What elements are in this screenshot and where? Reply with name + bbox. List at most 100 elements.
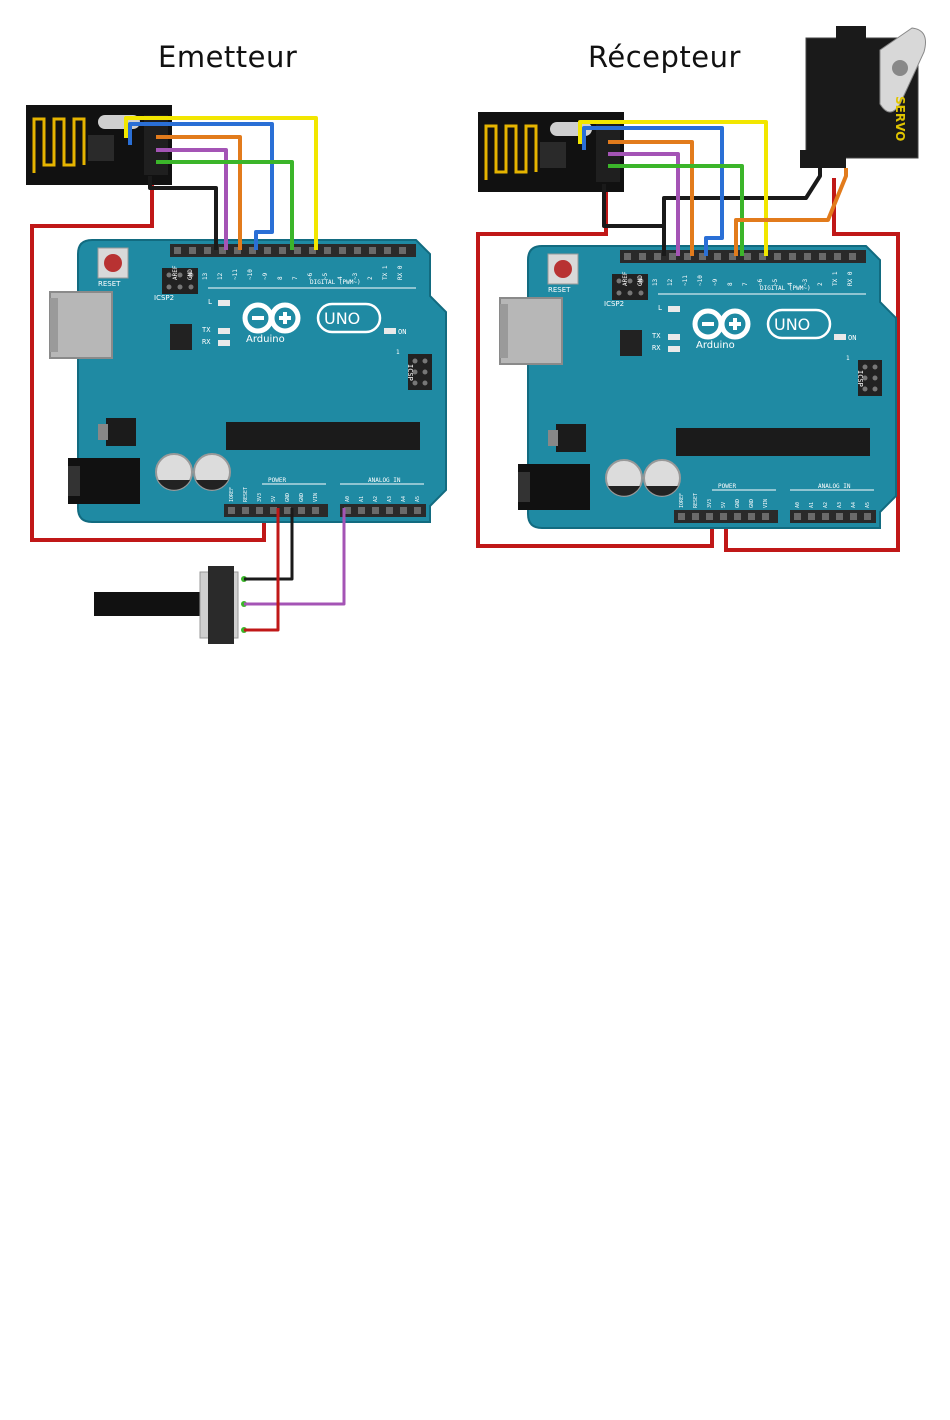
pin-label: ~9 [712, 278, 719, 286]
icsp-label: ICSP [406, 364, 414, 381]
pin-label: TX 1 [382, 265, 389, 280]
emitter-blue-wire [128, 122, 274, 250]
emitter-purple-wire [156, 148, 228, 250]
on-label: ON [398, 328, 406, 336]
icsp-one-label: 1 [846, 355, 850, 362]
analog-pin-label: A0 [345, 496, 351, 502]
pin-label: RX 0 [397, 265, 404, 280]
pin-label: 2 [367, 276, 374, 280]
receiver-orange-wire [608, 140, 694, 256]
pin-label: RX 0 [847, 271, 854, 286]
pin-label: 7 [742, 282, 749, 286]
pin-label: GND [187, 269, 194, 280]
pin-label: 4 [787, 282, 794, 286]
emitter-green-wire [156, 160, 294, 250]
pin-label: 8 [277, 276, 284, 280]
pin-label: 13 [652, 278, 659, 286]
pin-label: AREF [172, 265, 179, 280]
rx-label: RX [652, 344, 661, 352]
pin-label: ~3 [802, 278, 809, 286]
pin-label: 13 [202, 272, 209, 280]
icsp-one-label: 1 [396, 349, 400, 356]
power-pin-label: GND [299, 493, 305, 502]
analog-in-label: ANALOG IN [818, 483, 851, 490]
tx-label: TX [202, 326, 211, 334]
analog-pin-label: A4 [851, 502, 857, 508]
uno-label: UNO [774, 315, 810, 334]
analog-pin-label: A5 [415, 496, 421, 502]
servo: SERVO [800, 26, 926, 168]
power-pin-label: GND [749, 499, 755, 508]
pot-vcc-wire [244, 508, 280, 632]
power-label: POWER [268, 477, 286, 484]
pin-label: ~9 [262, 272, 269, 280]
uno-label: UNO [324, 309, 360, 328]
receiver-arduino-uno: RESET ICSP2 L TX RX ON UNO Arduino DIGIT… [500, 246, 896, 528]
power-pin-label: IOREF [679, 493, 685, 508]
power-pin-label: IOREF [229, 487, 235, 502]
analog-pin-label: A2 [373, 496, 379, 502]
icsp2-label: ICSP2 [154, 294, 174, 302]
emitter-yellow-wire [124, 116, 318, 250]
power-pin-label: VIN [763, 499, 769, 508]
receiver-gnd-wire [602, 184, 666, 256]
pin-label: ~5 [772, 278, 779, 286]
power-pin-label: VIN [313, 493, 319, 502]
digital-label: DIGITAL (PWM~) [310, 279, 361, 286]
power-pin-label: 5V [271, 496, 277, 502]
pin-label: ~11 [682, 275, 689, 286]
pin-label: AREF [622, 271, 629, 286]
pin-label: TX 1 [832, 271, 839, 286]
receiver-servo-gnd-wire [662, 168, 822, 226]
emitter-arduino-uno: RESET ICSP2 L TX RX ON UNO Arduino DIGIT… [50, 240, 446, 522]
receiver-blue-wire [582, 126, 724, 256]
rx-label: RX [202, 338, 211, 346]
pin-label: 2 [817, 282, 824, 286]
pin-label: ~6 [757, 278, 764, 286]
receiver-servo-signal-wire [734, 168, 848, 256]
receiver-purple-wire [608, 152, 680, 256]
tx-label: TX [652, 332, 661, 340]
icsp-label: ICSP [856, 370, 864, 387]
receiver-title: Récepteur [588, 40, 741, 74]
reset-label: RESET [548, 286, 571, 294]
emitter-vcc-wire [30, 168, 266, 542]
power-pin-label: RESET [243, 487, 249, 502]
pin-label: 12 [667, 278, 674, 286]
emitter-group: RESET ICSP2 L TX RX ON UNO Arduino DIGIT… [24, 103, 446, 644]
analog-pin-label: A5 [865, 502, 871, 508]
pin-label: 12 [217, 272, 224, 280]
power-pin-label: RESET [693, 493, 699, 508]
analog-pin-label: A0 [795, 502, 801, 508]
icsp2-label: ICSP2 [604, 300, 624, 308]
emitter-title: Emetteur [158, 40, 298, 74]
digital-label: DIGITAL (PWM~) [760, 285, 811, 292]
analog-in-label: ANALOG IN [368, 477, 401, 484]
power-pin-label: 3V3 [257, 493, 263, 502]
power-pin-label: 5V [721, 502, 727, 508]
analog-pin-label: A4 [401, 496, 407, 502]
emitter-gnd-wire [148, 176, 218, 250]
pin-label: GND [637, 275, 644, 286]
analog-pin-label: A3 [837, 502, 843, 508]
pin-label: ~11 [232, 269, 239, 280]
power-pin-label: GND [735, 499, 741, 508]
power-pin-label: 3V3 [707, 499, 713, 508]
on-label: ON [848, 334, 856, 342]
pin-label: ~3 [352, 272, 359, 280]
pin-label: ~10 [247, 269, 254, 280]
reset-label: RESET [98, 280, 121, 288]
pot-gnd-wire [244, 508, 294, 581]
pin-label: ~6 [307, 272, 314, 280]
analog-pin-label: A2 [823, 502, 829, 508]
analog-pin-label: A1 [809, 502, 815, 508]
receiver-group: RESET ICSP2 L TX RX ON UNO Arduino DIGIT… [476, 26, 926, 552]
analog-pin-label: A1 [359, 496, 365, 502]
potentiometer [94, 566, 247, 644]
arduino-brand: Arduino [246, 334, 285, 345]
servo-label: SERVO [893, 96, 907, 141]
led-l-label: L [208, 298, 212, 306]
receiver-servo-vcc-wire [724, 178, 900, 552]
pin-label: ~5 [322, 272, 329, 280]
